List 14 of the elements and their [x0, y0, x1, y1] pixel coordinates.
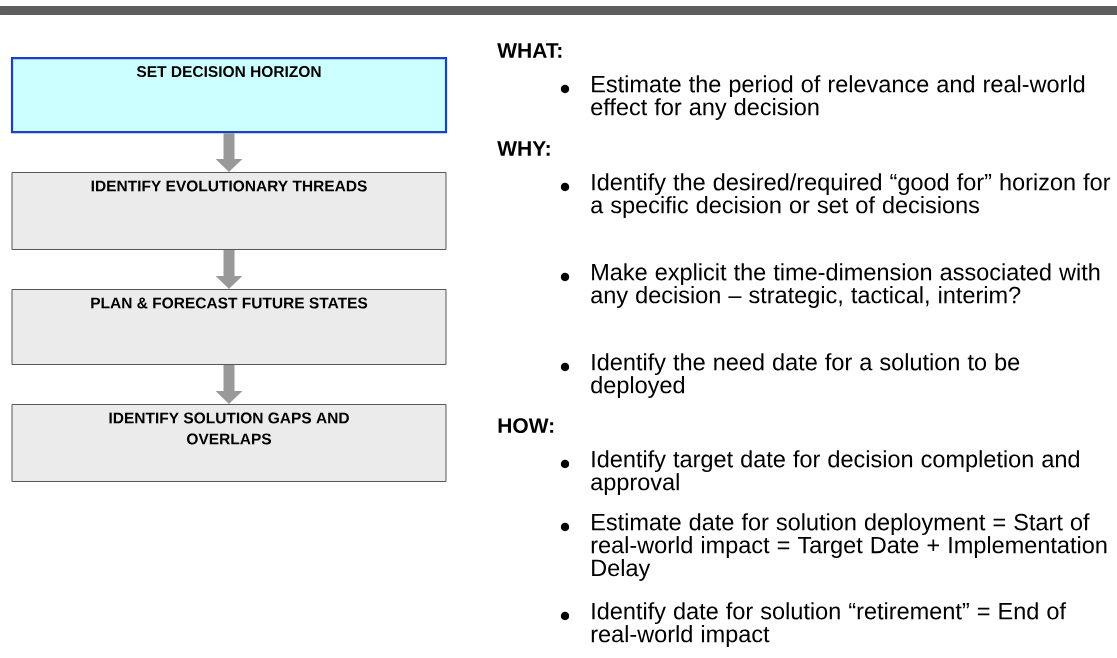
list-item-text: Estimate the period of relevance and real-world effect for any decision	[591, 75, 1085, 120]
process-box: IDENTIFY SOLUTION GAPS AND OVERLAPS	[11, 404, 447, 482]
list-item-text: Identify the desired/required “good for” horizon for a specific decision or set of decisions	[591, 173, 1111, 218]
list-item-text: Make explicit the time-dimension associated with any decision – strategic, tactical, interim?	[591, 263, 1100, 308]
list-item-text: Identify date for solution “retirement” = End of real-world impact	[591, 602, 1066, 647]
process-box: IDENTIFY EVOLUTIONARY THREADS	[11, 172, 447, 250]
process-box: SET DECISION HORIZON	[10, 57, 448, 134]
list-item-text: Identify the need date for a solution to be deployed	[591, 353, 1020, 398]
section-heading: WHY:	[497, 141, 550, 156]
process-box: PLAN & FORECAST FUTURE STATES	[11, 289, 447, 365]
list-item-text: Identify target date for decision completion and approval	[591, 450, 1079, 495]
section-heading: HOW:	[498, 418, 554, 434]
section-heading: WHAT:	[497, 43, 562, 58]
list-item-text: Estimate date for solution deployment = Start of real-world impact = Target Date + Implementation Delay	[591, 513, 1107, 581]
